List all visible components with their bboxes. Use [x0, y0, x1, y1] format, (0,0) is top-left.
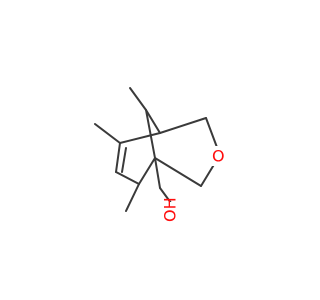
bond-bridge-upper-left: [145, 109, 156, 159]
bond-ring-lower-left: [115, 171, 140, 185]
bond-ring-to-ch2-top: [159, 117, 207, 134]
bond-methyl-top: [129, 87, 147, 111]
bond-double-inner: [121, 147, 127, 173]
bond-ch2-bottom-to-ring: [154, 157, 202, 187]
bond-methyl-left: [94, 123, 121, 144]
hydroxyl-label-bg: [158, 202, 186, 220]
bond-ch2-top-to-o: [205, 117, 219, 151]
bond-bridge-upper-to-ring: [119, 132, 161, 144]
bond-bridge-upper-right: [145, 109, 161, 134]
ring-oxygen-label-bg: [209, 146, 227, 166]
bond-ch2oh-to-oh: [159, 187, 172, 204]
bond-double-outer: [115, 142, 121, 173]
hydroxyl-label: OH: [161, 197, 180, 222]
bond-ring-lower-right: [138, 157, 156, 185]
molecule-diagram: O OH: [94, 87, 227, 222]
ring-oxygen-label: O: [212, 147, 225, 166]
structure-canvas: O OH: [94, 87, 227, 222]
bond-quaternary-to-ch2oh: [154, 157, 161, 189]
bond-methyl-bottom: [125, 183, 140, 212]
